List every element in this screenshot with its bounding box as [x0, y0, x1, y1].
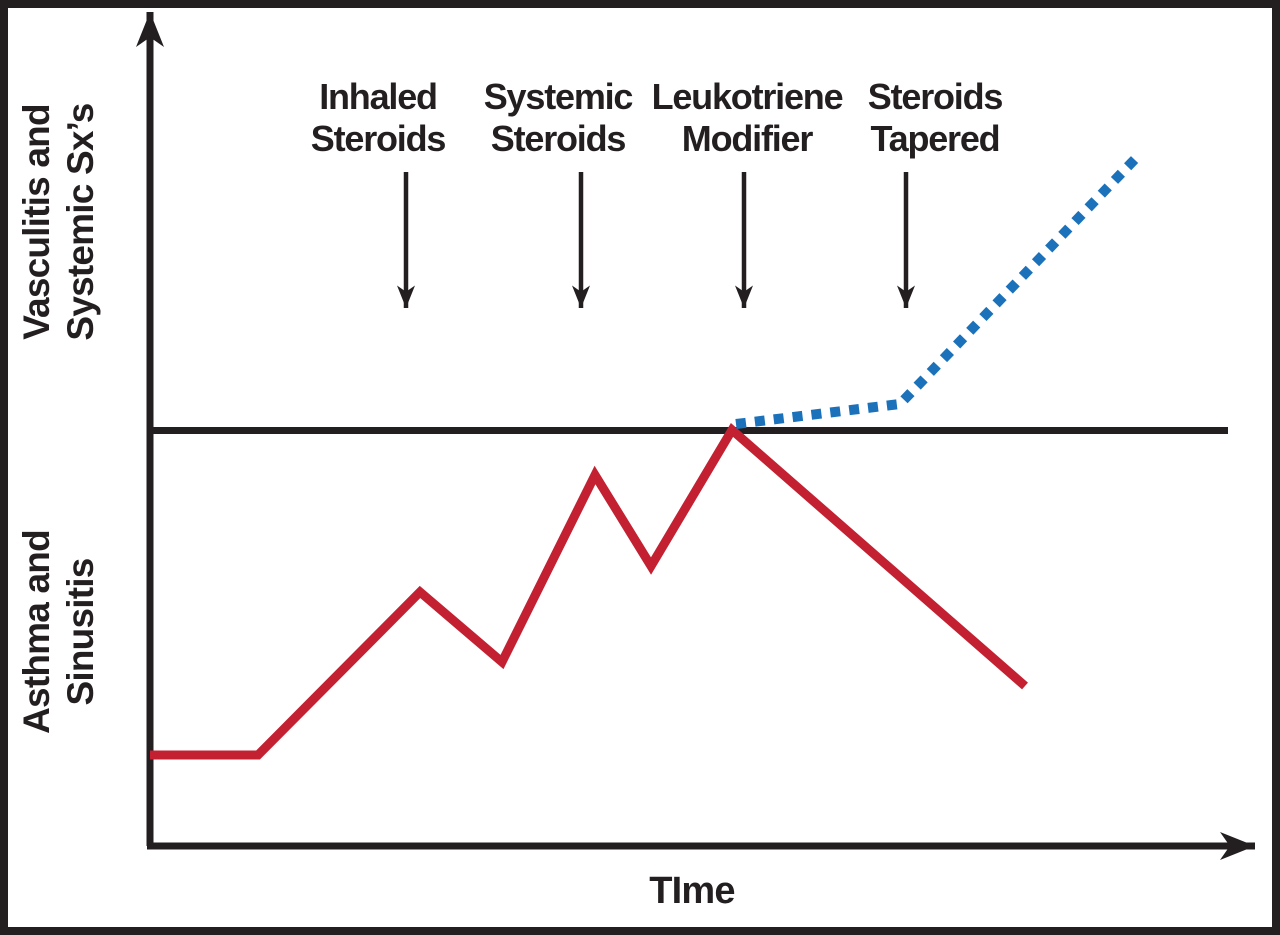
annotation-label: Leukotriene Modifier — [651, 76, 844, 159]
annotation-label: Inhaled Steroids — [310, 76, 447, 159]
x-axis-label: TIme — [649, 870, 735, 912]
annotation-label: Steroids Tapered — [867, 76, 1004, 159]
asthma-sinusitis-line — [150, 423, 1028, 760]
annotation-arrows — [397, 172, 915, 308]
annotation-label: Systemic Steroids — [483, 76, 634, 159]
